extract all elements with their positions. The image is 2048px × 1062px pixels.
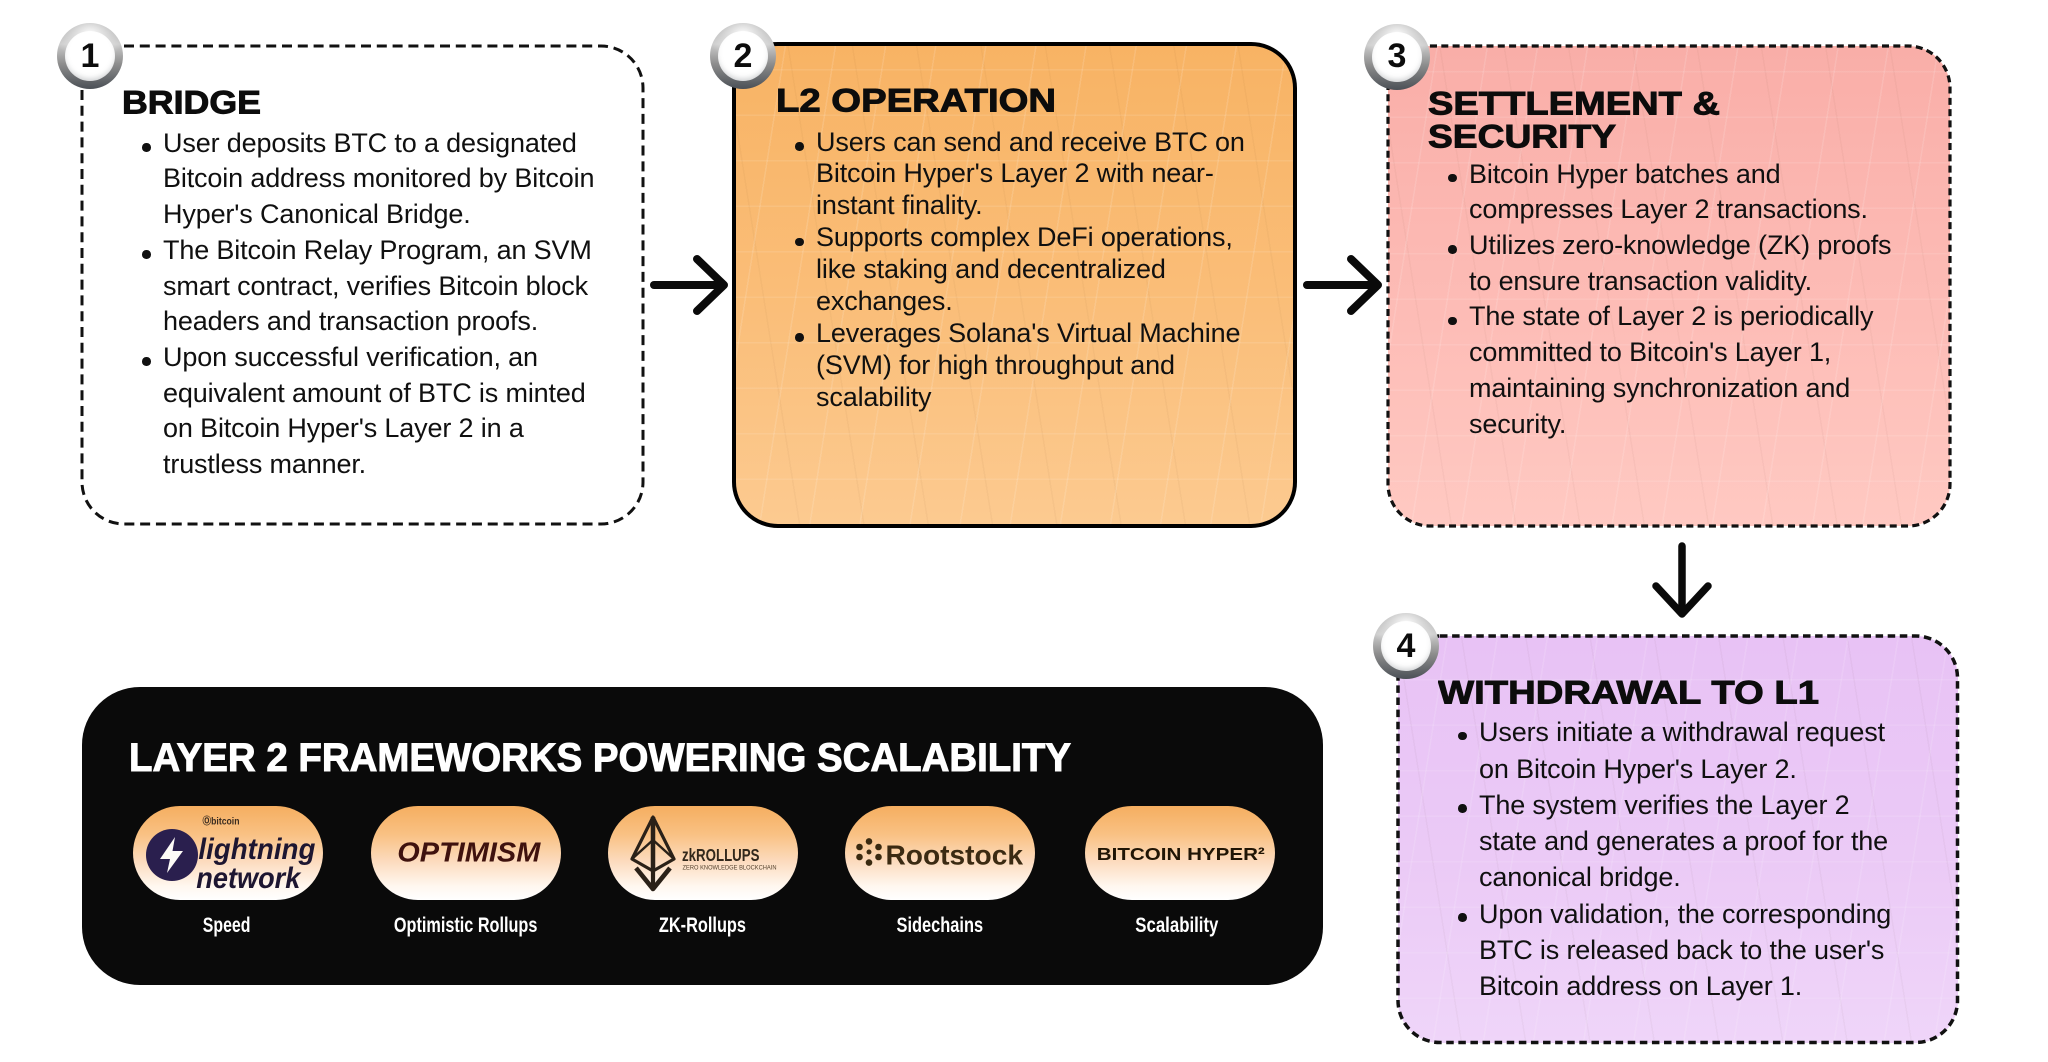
svg-text:OPTIMISM: OPTIMISM (397, 837, 541, 868)
svg-text:WITHDRAWAL TO L1: WITHDRAWAL TO L1 (1438, 674, 1819, 710)
svg-text:Rootstock: Rootstock (886, 839, 1024, 870)
svg-text:Scalability: Scalability (1135, 913, 1218, 937)
svg-text:Ⓞbitcoin: Ⓞbitcoin (203, 815, 240, 828)
svg-text:SETTLEMENT &: SETTLEMENT & (1428, 85, 1720, 121)
svg-text:Optimistic Rollups: Optimistic Rollups (394, 913, 538, 937)
svg-text:SECURITY: SECURITY (1428, 118, 1616, 154)
svg-text:network: network (196, 862, 301, 895)
svg-text:LAYER 2 FRAMEWORKS POWERING SC: LAYER 2 FRAMEWORKS POWERING SCALABILITY (129, 736, 1071, 780)
svg-text:Speed: Speed (203, 913, 251, 937)
svg-text:zkROLLUPS: zkROLLUPS (682, 845, 760, 865)
svg-text:lightning: lightning (198, 833, 315, 866)
svg-text:ZK-Rollups: ZK-Rollups (659, 913, 746, 937)
svg-text:Sidechains: Sidechains (897, 913, 984, 937)
svg-text:L2 OPERATION: L2 OPERATION (776, 82, 1056, 118)
svg-text:BITCOIN HYPER²: BITCOIN HYPER² (1097, 844, 1265, 864)
svg-text:BRIDGE: BRIDGE (122, 84, 261, 120)
svg-text:ZERO KNOWLEDGE BLOCKCHAIN: ZERO KNOWLEDGE BLOCKCHAIN (683, 864, 777, 871)
